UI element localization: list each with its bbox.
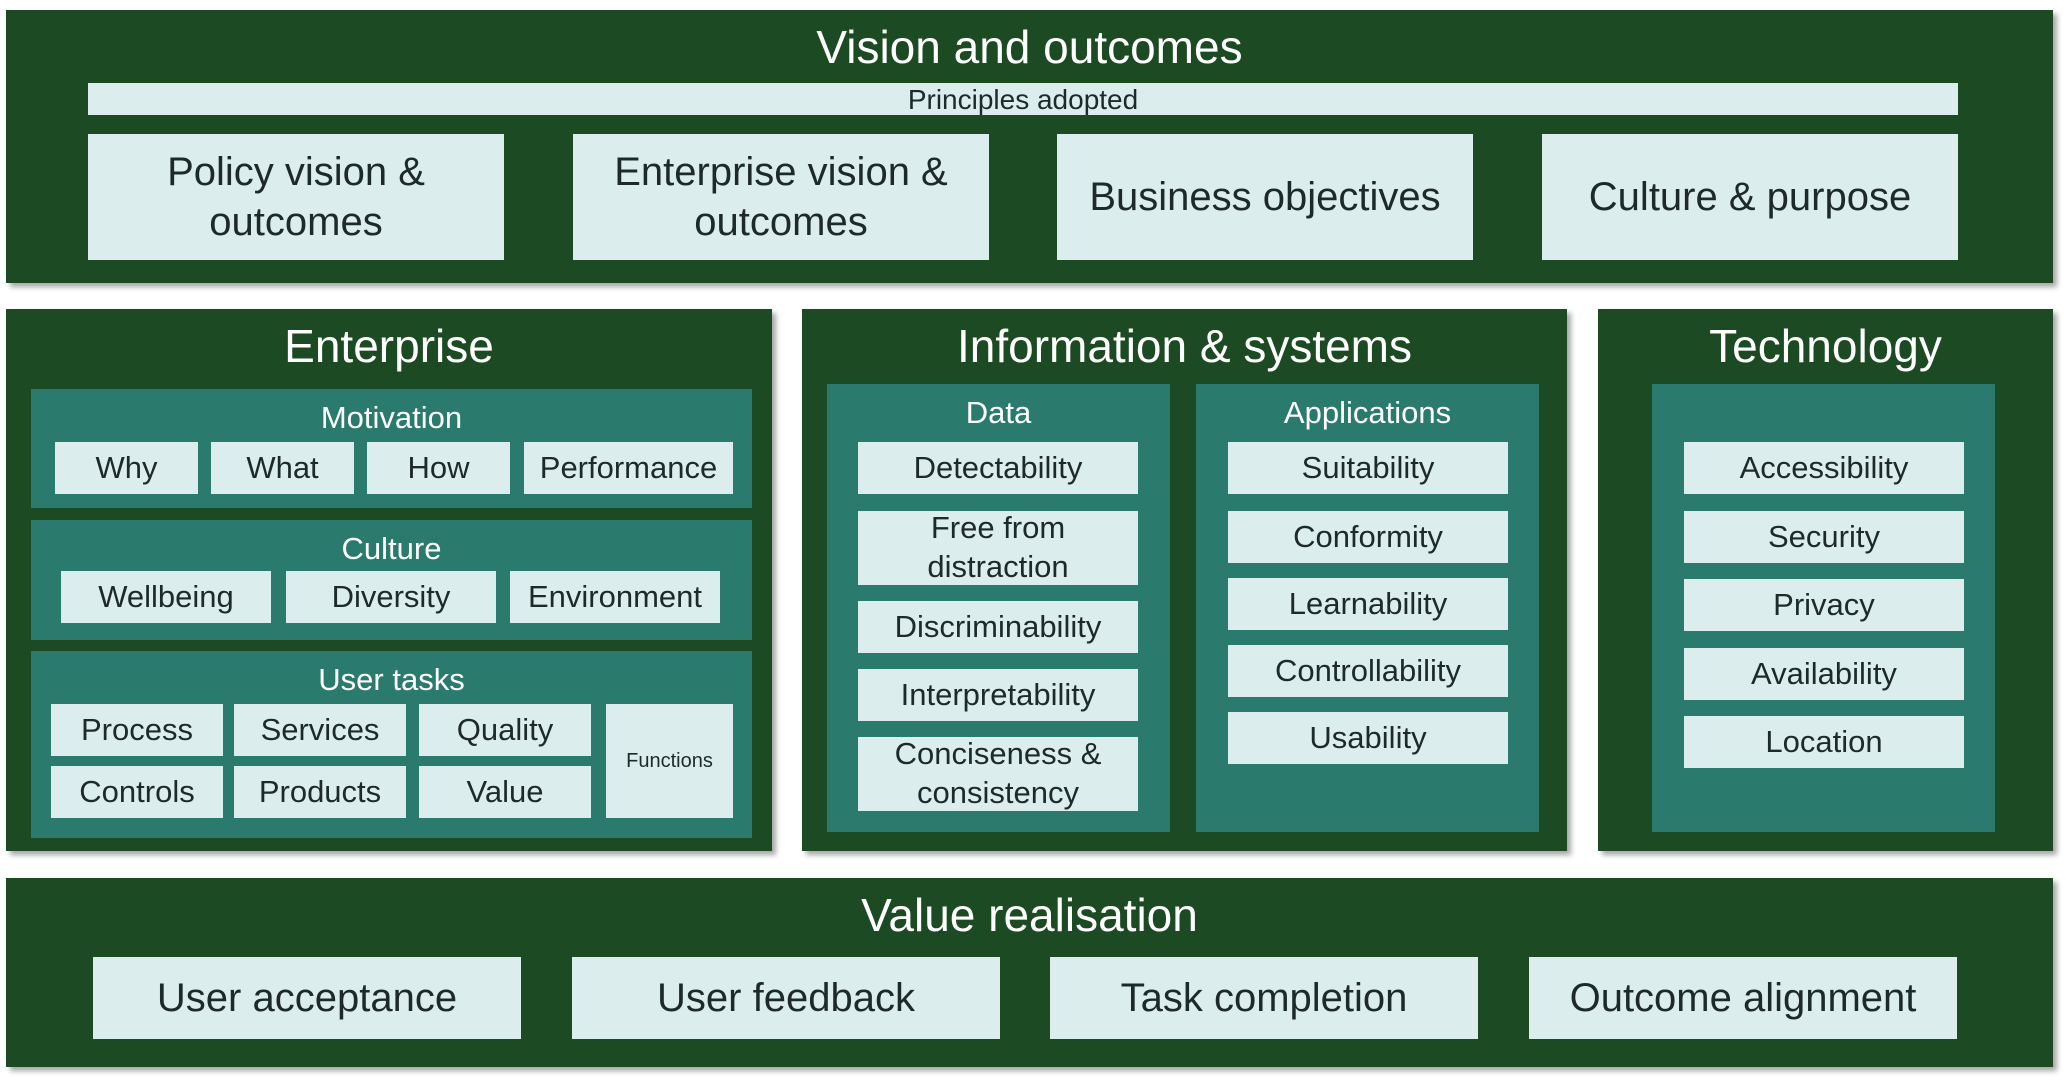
vision-title: Vision and outcomes [816,21,1243,73]
culture-item: Wellbeing [61,571,271,623]
motivation-item: Why [55,442,198,494]
value-item: User acceptance [93,957,521,1039]
vision-item: Enterprise vision & outcomes [573,134,989,260]
applications-item: Learnability [1228,578,1508,630]
user-task-item: Process [51,704,223,756]
technology-item: Privacy [1684,579,1964,631]
culture-item: Environment [510,571,720,623]
vision-item: Policy vision & outcomes [88,134,504,260]
applications-item: Controllability [1228,645,1508,697]
data-item: Discriminability [858,601,1138,653]
technology-title: Technology [1709,320,1942,372]
applications-title: Applications [1283,395,1452,430]
vision-item: Culture & purpose [1542,134,1958,260]
data-item: Interpretability [858,669,1138,721]
applications-item: Suitability [1228,442,1508,494]
functions-box: Functions [606,704,733,818]
culture-title: Culture [341,531,442,566]
applications-item: Usability [1228,712,1508,764]
technology-item: Location [1684,716,1964,768]
vision-item: Business objectives [1057,134,1473,260]
info-title: Information & systems [956,320,1413,372]
culture-item: Diversity [286,571,496,623]
data-item: Detectability [858,442,1138,494]
enterprise-title: Enterprise [284,320,494,372]
motivation-item: Performance [524,442,733,494]
user-task-item: Controls [51,766,223,818]
applications-item: Conformity [1228,511,1508,563]
value-item: Outcome alignment [1529,957,1957,1039]
value-item: Task completion [1050,957,1478,1039]
principles-bar: Principles adopted [88,83,1958,115]
user-task-item: Value [419,766,591,818]
motivation-item: How [367,442,510,494]
data-title: Data [965,395,1032,430]
data-item: Conciseness & consistency [858,736,1138,811]
user-tasks-title: User tasks [318,662,465,697]
user-task-item: Quality [419,704,591,756]
technology-item: Availability [1684,648,1964,700]
value-title: Value realisation [861,889,1198,941]
technology-item: Accessibility [1684,442,1964,494]
technology-item: Security [1684,511,1964,563]
user-task-item: Products [234,766,406,818]
motivation-item: What [211,442,354,494]
data-item: Free from distraction [858,510,1138,585]
motivation-title: Motivation [320,400,463,435]
user-task-item: Services [234,704,406,756]
value-item: User feedback [572,957,1000,1039]
